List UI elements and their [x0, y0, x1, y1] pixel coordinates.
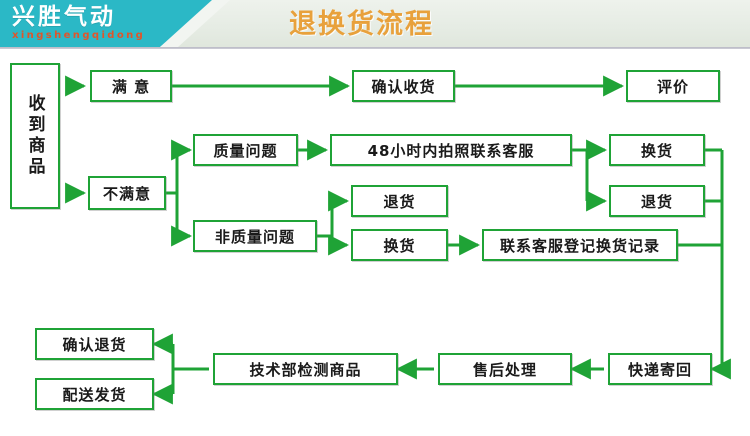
node-express-back[interactable]: 快递寄回 — [608, 353, 712, 385]
logo-brand-pinyin: xingshengqidong — [12, 30, 146, 41]
logo-brand-cn: 兴胜气动 — [12, 4, 116, 30]
node-photo-48h[interactable]: 48小时内拍照联系客服 — [330, 134, 572, 166]
node-confirm-return[interactable]: 确认退货 — [35, 328, 154, 360]
node-review[interactable]: 评价 — [626, 70, 720, 102]
node-tech-inspect[interactable]: 技术部检测商品 — [213, 353, 398, 385]
node-non-quality-issue[interactable]: 非质量问题 — [193, 220, 317, 252]
node-register-exchange[interactable]: 联系客服登记换货记录 — [482, 229, 678, 261]
node-ship-out[interactable]: 配送发货 — [35, 378, 154, 410]
node-not-satisfied[interactable]: 不满意 — [88, 176, 166, 210]
header-divider — [0, 47, 750, 49]
node-after-sales[interactable]: 售后处理 — [438, 353, 572, 385]
node-quality-issue[interactable]: 质量问题 — [193, 134, 298, 166]
node-return-mid[interactable]: 退货 — [351, 185, 448, 217]
node-return-right[interactable]: 退货 — [609, 185, 705, 217]
node-confirm-receipt[interactable]: 确认收货 — [352, 70, 455, 102]
node-exchange-mid[interactable]: 换货 — [351, 229, 448, 261]
page-title: 退换货流程 — [289, 9, 434, 40]
flowchart-canvas: 收到商品 满 意 确认收货 评价 不满意 质量问题 非质量问题 48小时内拍照联… — [0, 49, 750, 436]
page-header: 兴胜气动 xingshengqidong 退换货流程 — [0, 0, 750, 49]
node-exchange-top[interactable]: 换货 — [609, 134, 705, 166]
node-received-goods[interactable]: 收到商品 — [10, 63, 60, 209]
node-satisfied[interactable]: 满 意 — [90, 70, 172, 102]
